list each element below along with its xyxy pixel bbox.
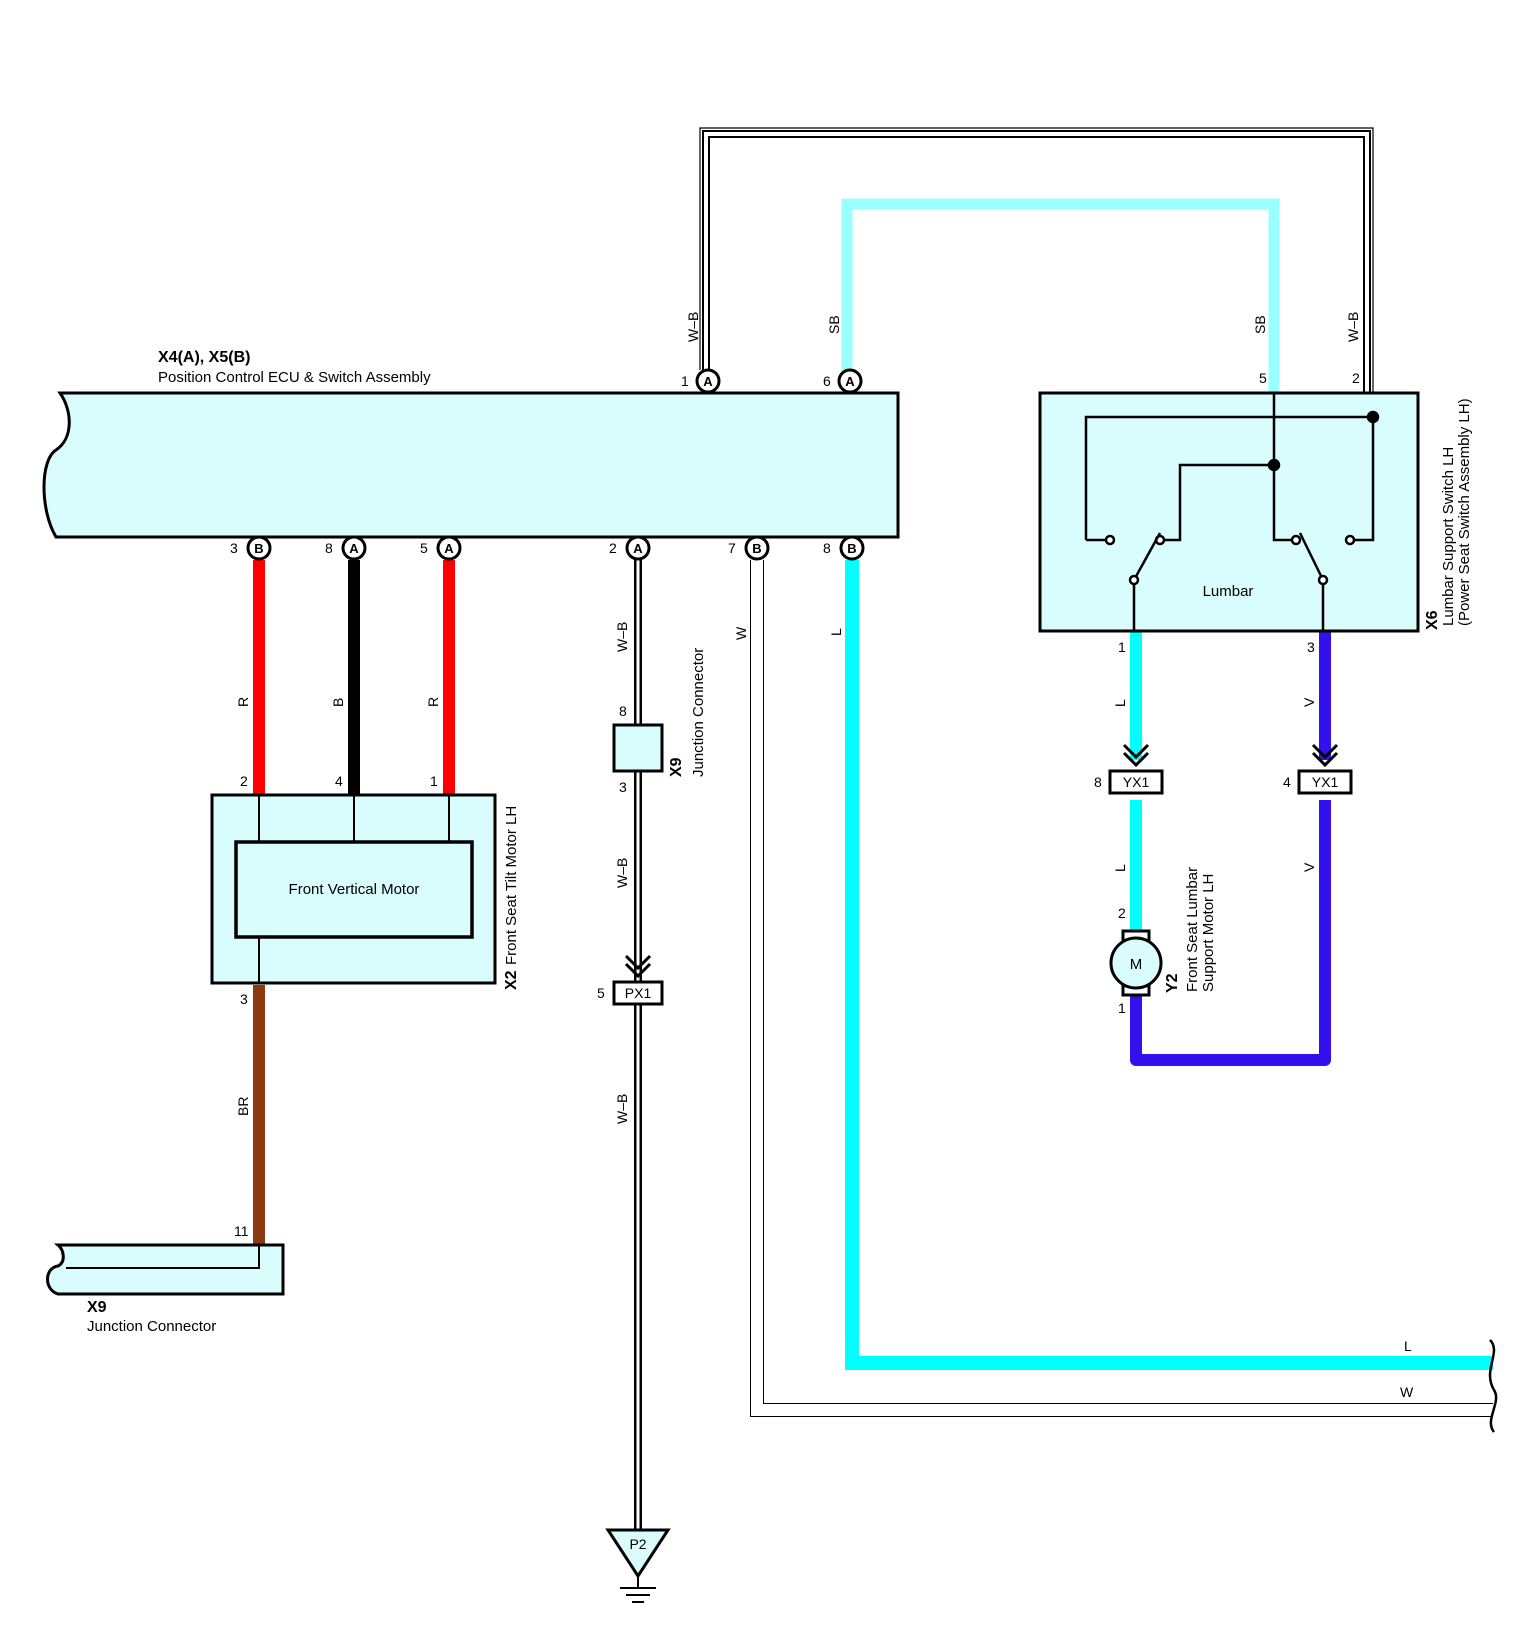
tilt-motor-pin-3: 3: [240, 991, 248, 1007]
junction-x9-bottom-code: X9: [87, 1299, 107, 1316]
junction-x9-bottom-pin-11: 11: [234, 1223, 249, 1239]
lumbar-motor-symbol: M: [1109, 929, 1163, 997]
lumbar-motor-code: Y2: [1164, 973, 1181, 993]
svg-text:A: A: [703, 374, 713, 389]
px1-pin-5: 5: [597, 985, 605, 1001]
tilt-motor-pin-4: 4: [335, 773, 343, 789]
label-l-right: L: [1404, 1338, 1412, 1354]
lumbar-switch-name-2: (Power Seat Switch Assembly LH): [1456, 398, 1473, 626]
yx1-right-pin-4: 4: [1283, 774, 1291, 790]
yx1-left-pin-8: 8: [1094, 774, 1102, 790]
junction-x9-bottom-name: Junction Connector: [87, 1318, 216, 1335]
svg-text:8: 8: [325, 540, 333, 556]
lumbar-switch-pin-3: 3: [1307, 639, 1315, 655]
wire-v-yx1-to-motor: [1130, 800, 1331, 1066]
junction-x9-bottom-box: [46, 1243, 285, 1296]
wire-wb-top-loop: [699, 127, 1374, 393]
label-wb-2: W–B: [614, 858, 630, 888]
svg-text:A: A: [845, 374, 855, 389]
label-l-switch-1: L: [1112, 699, 1128, 707]
lumbar-switch-name: Lumbar Support Switch LH: [1440, 447, 1457, 626]
tilt-motor-code: X2: [503, 970, 520, 990]
label-v-switch-1: V: [1301, 697, 1317, 707]
lumbar-switch-pin-1: 1: [1118, 639, 1126, 655]
ecu-pin-bottom-8b: 8 B: [823, 535, 865, 561]
junction-x9-mid-code: X9: [668, 757, 685, 777]
label-r-2: R: [425, 697, 441, 707]
label-w-vertical: W: [733, 626, 749, 640]
svg-text:2: 2: [609, 540, 617, 556]
label-wb-top-right: W–B: [1345, 312, 1361, 342]
lumbar-switch-inner-label: Lumbar: [1203, 583, 1254, 600]
ecu-pin-bottom-7: 7 B: [728, 535, 770, 561]
svg-text:A: A: [633, 541, 643, 556]
wire-break-right: [1488, 1339, 1498, 1433]
tilt-motor-name: Front Seat Tilt Motor LH: [503, 806, 520, 965]
lumbar-motor-pin-1: 1: [1118, 1000, 1126, 1016]
front-vertical-motor-box: [234, 840, 474, 939]
ecu-name: Position Control ECU & Switch Assembly: [158, 369, 431, 386]
svg-text:B: B: [847, 541, 856, 556]
ecu-pin-top-6: 6 A: [823, 368, 863, 394]
tilt-motor-pin-2: 2: [240, 773, 248, 789]
tilt-motor-internals: [258, 795, 450, 983]
ecu-pin-bottom-5: 5 A: [420, 535, 462, 561]
svg-text:YX1: YX1: [1123, 774, 1150, 790]
lumbar-switch-pin-5: 5: [1259, 370, 1267, 386]
lumbar-switch-code: X6: [1424, 610, 1441, 630]
svg-text:5: 5: [420, 540, 428, 556]
lumbar-motor-name-2: Support Motor LH: [1200, 874, 1217, 992]
svg-text:1: 1: [681, 373, 689, 389]
label-br: BR: [235, 1097, 251, 1116]
label-sb-top-right: SB: [1252, 315, 1268, 334]
svg-text:A: A: [444, 541, 454, 556]
svg-text:6: 6: [823, 373, 831, 389]
label-sb-top-left: SB: [826, 315, 842, 334]
label-b: B: [330, 698, 346, 707]
svg-text:7: 7: [728, 540, 736, 556]
wire-sb-top-loop: [841, 198, 1280, 393]
svg-text:8: 8: [823, 540, 831, 556]
lumbar-switch-box: [1038, 391, 1420, 633]
lumbar-switch-internals: [1084, 393, 1380, 632]
junction-x9-mid-box: [612, 723, 664, 773]
svg-text:3: 3: [230, 540, 238, 556]
label-wb-3: W–B: [614, 1094, 630, 1124]
yx1-left-connector: YX1: [1108, 743, 1164, 795]
label-wb-top-left: W–B: [685, 312, 701, 342]
svg-text:P2: P2: [629, 1536, 646, 1552]
ecu-code: X4(A), X5(B): [158, 349, 250, 366]
label-l-switch-2: L: [1112, 864, 1128, 872]
px1-connector: PX1: [612, 954, 664, 1006]
label-v-switch-2: V: [1301, 862, 1317, 872]
svg-text:M: M: [1130, 956, 1143, 973]
label-wb-1: W–B: [614, 622, 630, 652]
svg-text:B: B: [752, 541, 761, 556]
junction-x9-mid-name: Junction Connector: [690, 648, 707, 777]
ground-p2: P2: [605, 1528, 671, 1603]
svg-text:B: B: [254, 541, 263, 556]
ecu-box: [42, 391, 900, 539]
ecu-pin-top-1: 1 A: [681, 368, 721, 394]
label-w-right: W: [1400, 1384, 1414, 1400]
yx1-right-connector: YX1: [1297, 743, 1353, 795]
ecu-pin-bottom-8a: 8 A: [325, 535, 367, 561]
wire-w: [750, 560, 1493, 1417]
junction-x9-mid-pin-3: 3: [619, 779, 627, 795]
label-r-1: R: [235, 697, 251, 707]
lumbar-motor-name: Front Seat Lumbar: [1184, 867, 1201, 992]
junction-x9-mid-pin-8: 8: [619, 703, 627, 719]
svg-text:YX1: YX1: [1312, 774, 1339, 790]
tilt-motor-inner-label: Front Vertical Motor: [289, 881, 420, 898]
label-l-vertical: L: [828, 628, 844, 636]
svg-text:A: A: [349, 541, 359, 556]
ecu-pin-bottom-3: 3 B: [230, 535, 272, 561]
lumbar-switch-pin-2: 2: [1352, 370, 1360, 386]
ecu-pin-bottom-2: 2 A: [609, 535, 651, 561]
wire-l: [845, 560, 1493, 1370]
tilt-motor-pin-1: 1: [430, 773, 438, 789]
svg-text:PX1: PX1: [625, 985, 652, 1001]
lumbar-motor-pin-2: 2: [1118, 905, 1126, 921]
